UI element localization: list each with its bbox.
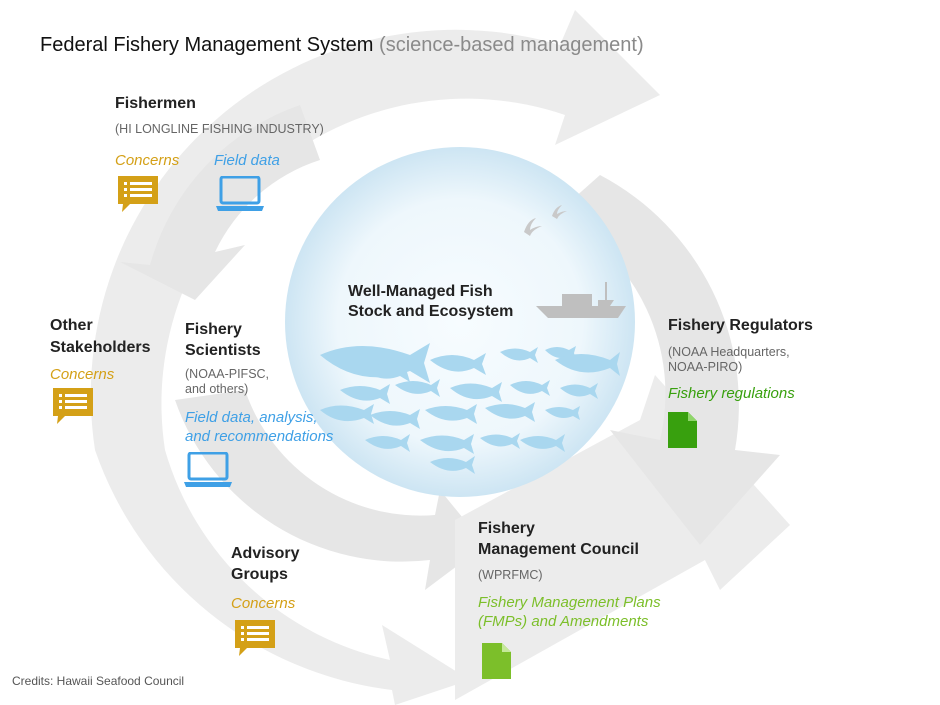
scientists-org-line1: (NOAA-PIFSC, [185,367,270,381]
diagram-title: Federal Fishery Management System (scien… [40,34,644,57]
bird-icon [552,205,567,219]
laptop-icon [184,452,232,487]
document-icon [668,412,697,448]
scientists-heading-line2: Scientists [185,342,261,359]
fishermen-field-data-label: Field data [214,152,280,169]
laptop-icon [216,176,264,211]
fishermen-concerns-label: Concerns [115,152,180,169]
regulators-org-line1: (NOAA Headquarters, [668,345,790,359]
council-org: (WPRFMC) [478,568,543,582]
council-heading-line2: Management Council [478,541,639,558]
title-subtitle: (science-based management) [379,34,644,56]
document-icon [482,643,511,679]
scientists-to-council-arrow [175,390,485,590]
center-label-line2: Stock and Ecosystem [348,303,514,320]
advisory-concerns-label: Concerns [231,595,296,612]
council-output-line2: (FMPs) and Amendments [478,613,649,630]
advisory-heading-line1: Advisory [231,545,300,562]
scientists-output-line2: and recommendations [185,428,334,445]
council-output-line1: Fishery Management Plans [478,594,661,611]
regulators-org-line2: NOAA-PIRO) [668,360,743,374]
scientists-org-line2: and others) [185,382,249,396]
speech-bubble-icon [53,388,93,424]
fish-school [320,343,620,474]
regulators-heading: Fishery Regulators [668,317,813,334]
advisory-heading-line2: Groups [231,566,288,583]
credits-text: Credits: Hawaii Seafood Council [12,674,185,688]
title-main: Federal Fishery Management System [40,34,374,56]
council-heading-line1: Fishery [478,520,535,537]
center-label-line1: Well-Managed Fish [348,283,493,300]
regulators-output-label: Fishery regulations [668,385,795,402]
other-stakeholders-concerns-label: Concerns [50,366,115,383]
scientists-output-line1: Field data, analysis, [185,409,318,426]
other-stakeholders-heading-line1: Other [50,317,93,334]
regulators-arc-arrow [555,175,780,545]
speech-bubble-icon [235,620,275,656]
fishermen-heading: Fishermen [115,95,196,112]
fishing-boat-icon [536,282,626,318]
scientists-heading-line1: Fishery [185,321,242,338]
other-stakeholders-heading-line2: Stakeholders [50,339,151,356]
fishermen-org: (HI LONGLINE FISHING INDUSTRY) [115,122,324,136]
speech-bubble-icon [118,176,158,212]
bird-icon [524,218,542,236]
